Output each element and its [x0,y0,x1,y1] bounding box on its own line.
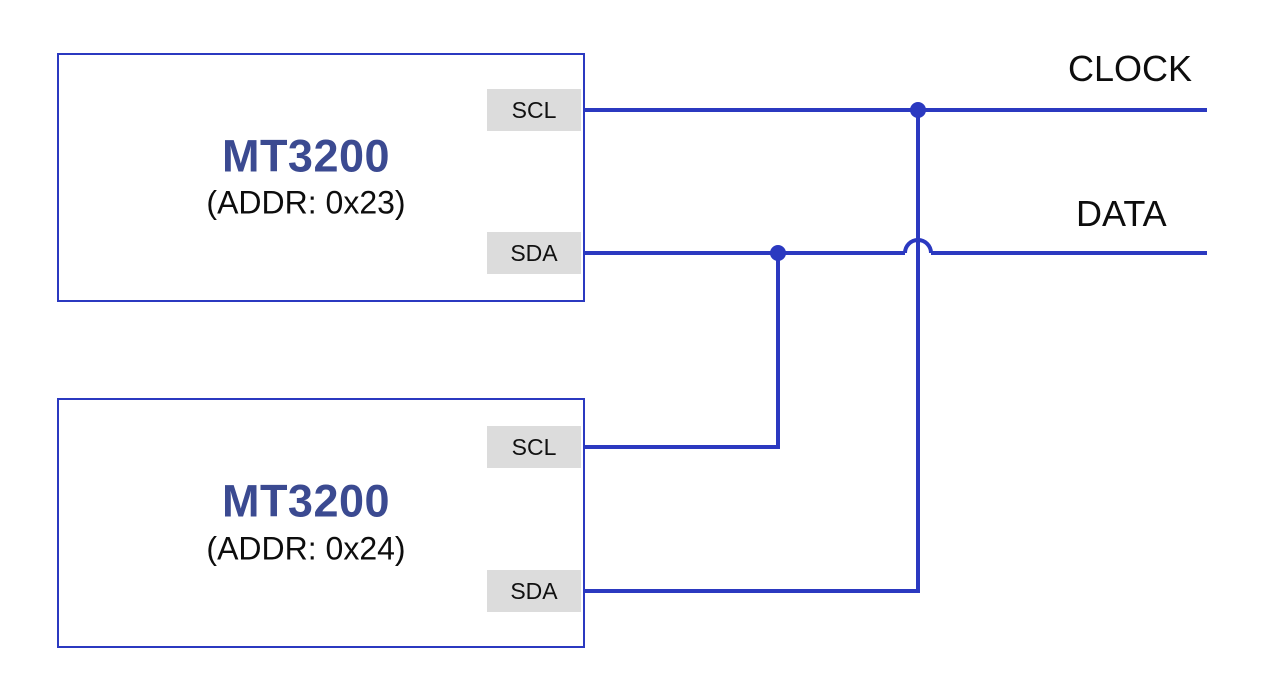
device-1-labels: MT3200 (ADDR: 0x23) [59,132,583,223]
wire-device2-scl-to-data [580,253,780,449]
device-2-name: MT3200 [221,475,391,527]
pin-scl-device-2[interactable]: SCL [487,426,581,468]
bus-label-clock: CLOCK [1068,48,1193,89]
wire-device2-sda-to-clock [580,110,920,593]
device-1-address: (ADDR: 0x23) [206,184,406,221]
pin-sda-device-2[interactable]: SDA [487,570,581,612]
junction-dot-clock [910,102,926,118]
bus-label-data: DATA [1076,193,1167,234]
pin-sda-device-1[interactable]: SDA [487,232,581,274]
device-2-labels: MT3200 (ADDR: 0x24) [59,475,583,569]
device-2-address: (ADDR: 0x24) [206,530,406,567]
pin-scl-device-1[interactable]: SCL [487,89,581,131]
device-1-name: MT3200 [221,130,391,182]
junction-dot-data [770,245,786,261]
